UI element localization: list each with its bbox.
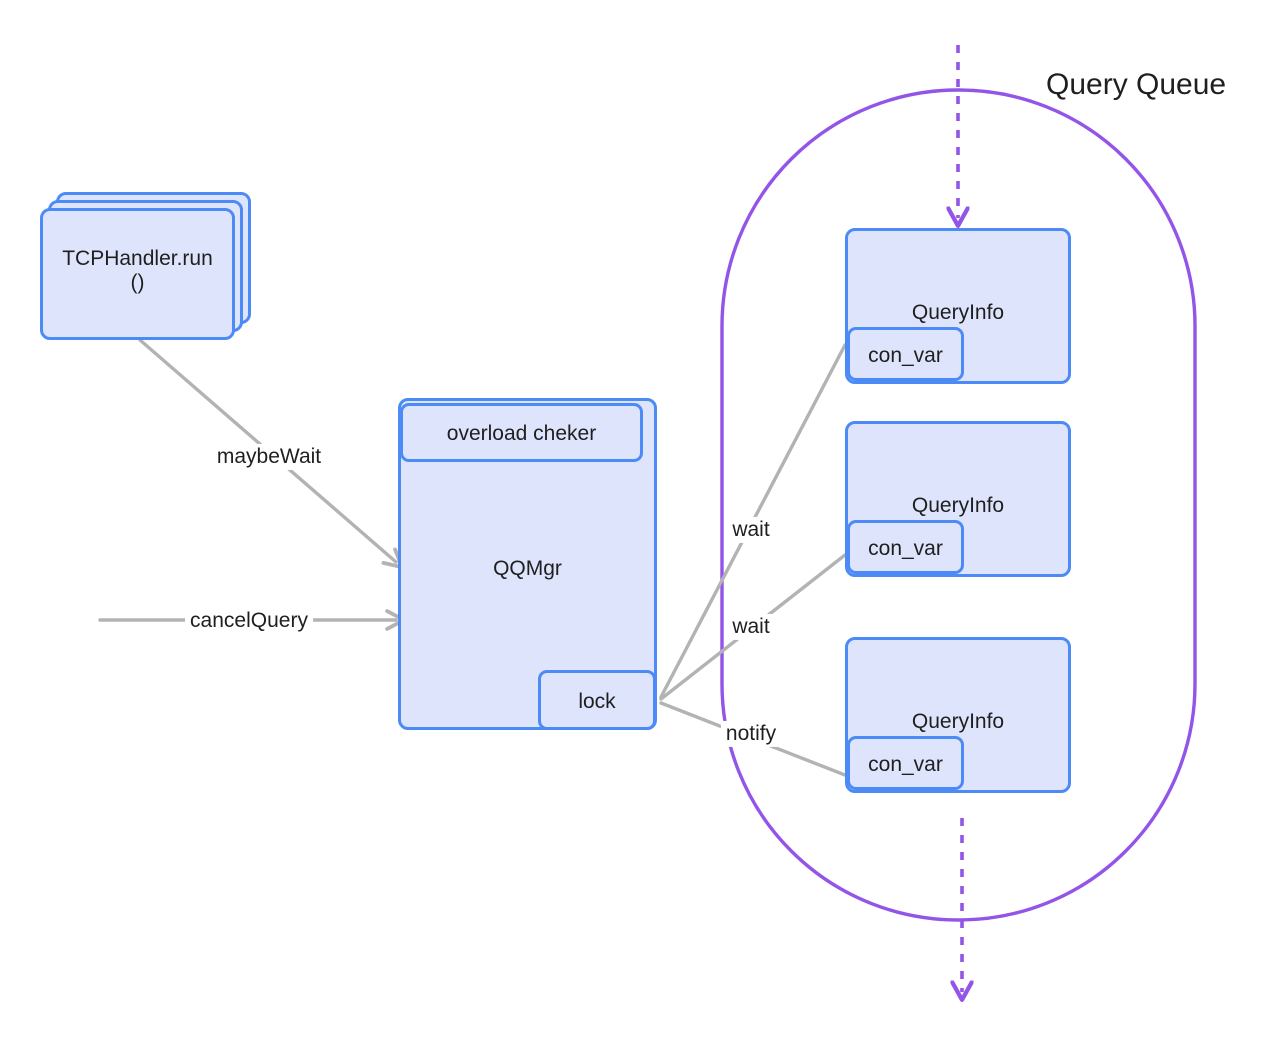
query-queue-capsule: [720, 88, 1197, 922]
overload-checker-node[interactable]: overload cheker: [400, 403, 643, 462]
con-var-label-1: con_var: [868, 344, 943, 367]
edge-label-cancel-query: cancelQuery: [185, 607, 313, 635]
query-info-label-3: QueryInfo: [911, 710, 1005, 733]
overload-checker-label: overload cheker: [446, 422, 597, 445]
query-info-label-2: QueryInfo: [911, 494, 1005, 517]
con-var-node-3[interactable]: con_var: [847, 736, 964, 790]
con-var-label-3: con_var: [868, 753, 943, 776]
con-var-label-2: con_var: [868, 537, 943, 560]
tcp-handler-node[interactable]: TCPHandler.run (): [40, 208, 235, 340]
query-info-label-1: QueryInfo: [911, 301, 1005, 324]
qqmgr-label: QQMgr: [493, 557, 562, 580]
edge-label-notify: notify: [720, 720, 782, 748]
edge-label-wait-2: wait: [727, 613, 775, 641]
lock-label: lock: [578, 690, 616, 713]
tcp-handler-label: TCPHandler.run (): [62, 247, 213, 294]
edge-label-wait-1: wait: [727, 516, 775, 544]
con-var-node-1[interactable]: con_var: [847, 327, 964, 381]
edge-label-maybe-wait: maybeWait: [211, 443, 327, 471]
lock-node[interactable]: lock: [538, 670, 656, 730]
con-var-node-2[interactable]: con_var: [847, 520, 964, 574]
query-queue-title: Query Queue: [1046, 68, 1227, 101]
